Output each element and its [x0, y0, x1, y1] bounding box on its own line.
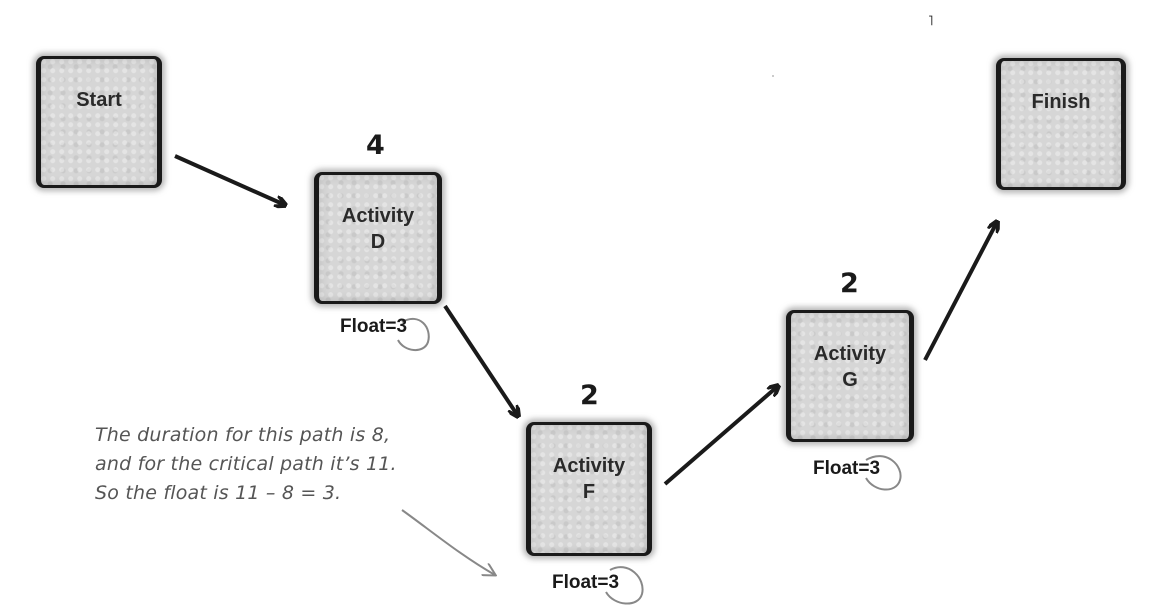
- float-circle-g: [865, 455, 902, 491]
- node-finish: Finish: [996, 58, 1126, 190]
- float-f: Float=3: [552, 572, 620, 593]
- node-activity-d: Activity D: [314, 172, 442, 304]
- annotation-note: The duration for this path is 8, and for…: [95, 421, 397, 508]
- node-f-line1: Activity: [552, 455, 626, 477]
- float-d: Float=3: [340, 316, 408, 337]
- float-g: Float=3: [813, 458, 881, 479]
- stray-mark: ˥: [928, 12, 934, 28]
- annotation-line-1: The duration for this path is 8,: [95, 424, 391, 446]
- annotation-pointer-arrow: [401, 509, 495, 575]
- node-finish-label: Finish: [1031, 91, 1091, 113]
- annotation-line-3: So the float is 11 – 8 = 3.: [95, 482, 342, 504]
- node-f-line2: F: [582, 481, 596, 503]
- duration-f: 2: [580, 380, 599, 411]
- float-circle-d: [397, 317, 430, 351]
- node-activity-f: Activity F: [526, 422, 652, 556]
- arrow-d-to-f: [443, 304, 518, 416]
- float-circle-f: [605, 566, 644, 605]
- node-g-line1: Activity: [813, 343, 887, 365]
- arrow-start-to-d: [174, 154, 285, 205]
- node-g-line2: G: [842, 369, 858, 391]
- arrow-g-to-finish: [923, 222, 997, 361]
- node-d-line1: Activity: [341, 205, 415, 227]
- node-start-label: Start: [76, 89, 122, 111]
- node-start: Start: [36, 56, 162, 188]
- speck: [772, 75, 774, 77]
- duration-d: 4: [366, 130, 385, 161]
- node-activity-g: Activity G: [786, 310, 914, 442]
- annotation-line-2: and for the critical path it’s 11.: [95, 453, 397, 475]
- arrow-f-to-g: [663, 386, 778, 486]
- node-d-line2: D: [370, 231, 386, 253]
- duration-g: 2: [840, 268, 859, 299]
